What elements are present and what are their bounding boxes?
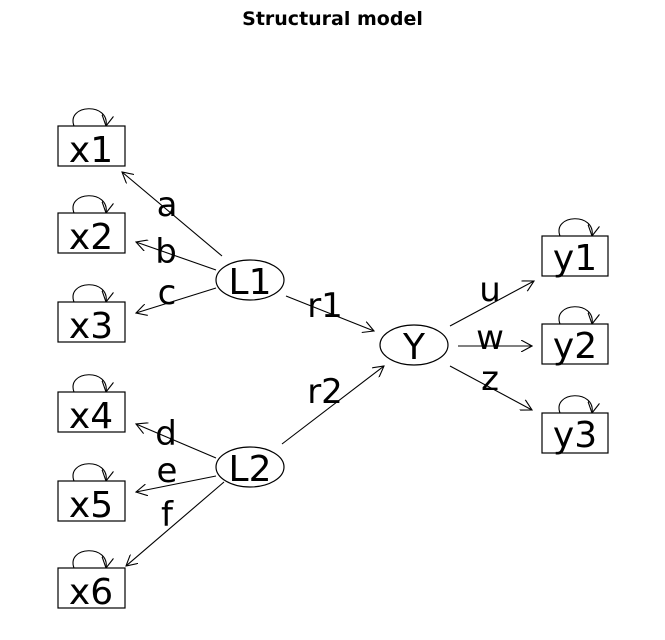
node-L2-ellipse bbox=[215, 446, 285, 488]
node-y1-label: y1 bbox=[553, 238, 597, 279]
node-x6-box bbox=[57, 567, 126, 609]
node-x3-box bbox=[57, 301, 126, 343]
edge-L1-Y bbox=[285, 295, 374, 331]
node-x4-label: x4 bbox=[69, 396, 113, 437]
residual-loop-x1 bbox=[72, 108, 106, 126]
path-label-z: z bbox=[481, 359, 499, 399]
node-Y-ellipse bbox=[379, 324, 449, 366]
path-label-b: b bbox=[155, 232, 177, 272]
node-Y-label: Y bbox=[402, 327, 426, 368]
node-y2-label: y2 bbox=[553, 326, 597, 367]
residual-loop-x4 bbox=[72, 374, 106, 392]
node-x1-box bbox=[57, 125, 126, 167]
node-L1-ellipse bbox=[215, 259, 285, 301]
node-L2-label: L2 bbox=[229, 449, 272, 490]
edge-L2-x6 bbox=[126, 481, 225, 566]
path-label-u: u bbox=[479, 270, 501, 310]
residual-loop-y1 bbox=[558, 218, 592, 236]
path-label-w: w bbox=[476, 318, 504, 358]
residual-loop-x2 bbox=[72, 195, 106, 213]
path-label-a: a bbox=[157, 185, 178, 225]
node-x2-label: x2 bbox=[69, 217, 113, 258]
node-x3-label: x3 bbox=[69, 306, 113, 347]
path-label-e: e bbox=[157, 451, 178, 491]
edge-L2-x4 bbox=[136, 424, 217, 459]
node-x4-box bbox=[57, 391, 126, 433]
residual-loop-x3 bbox=[72, 284, 106, 302]
residual-loop-x5 bbox=[72, 463, 106, 481]
diagram-title: Structural model bbox=[242, 8, 423, 30]
edge-L2-x5 bbox=[136, 475, 217, 492]
node-y2-box bbox=[541, 323, 609, 365]
path-label-r2: r2 bbox=[307, 372, 343, 412]
node-y3-label: y3 bbox=[553, 415, 597, 456]
residual-loop-y2 bbox=[558, 306, 592, 324]
path-label-d: d bbox=[155, 414, 177, 454]
node-x1-label: x1 bbox=[69, 130, 113, 171]
node-x6-label: x6 bbox=[69, 572, 113, 613]
residual-loop-y3 bbox=[558, 395, 592, 413]
path-label-f: f bbox=[161, 495, 174, 535]
node-L1-label: L1 bbox=[229, 262, 272, 303]
edge-L1-x2 bbox=[136, 242, 217, 271]
node-x5-box bbox=[57, 480, 126, 522]
node-x2-box bbox=[57, 212, 126, 254]
edge-Y-y1 bbox=[449, 281, 534, 327]
path-label-r1: r1 bbox=[307, 286, 343, 326]
residual-loop-x6 bbox=[72, 550, 106, 568]
edge-L1-x1 bbox=[122, 172, 223, 257]
path-label-c: c bbox=[158, 273, 177, 313]
node-x5-label: x5 bbox=[69, 485, 113, 526]
edge-L1-x3 bbox=[136, 287, 217, 313]
edge-Y-y3 bbox=[449, 365, 532, 410]
node-y1-box bbox=[541, 235, 609, 277]
node-y3-box bbox=[541, 412, 609, 454]
edge-L2-Y bbox=[281, 366, 384, 445]
